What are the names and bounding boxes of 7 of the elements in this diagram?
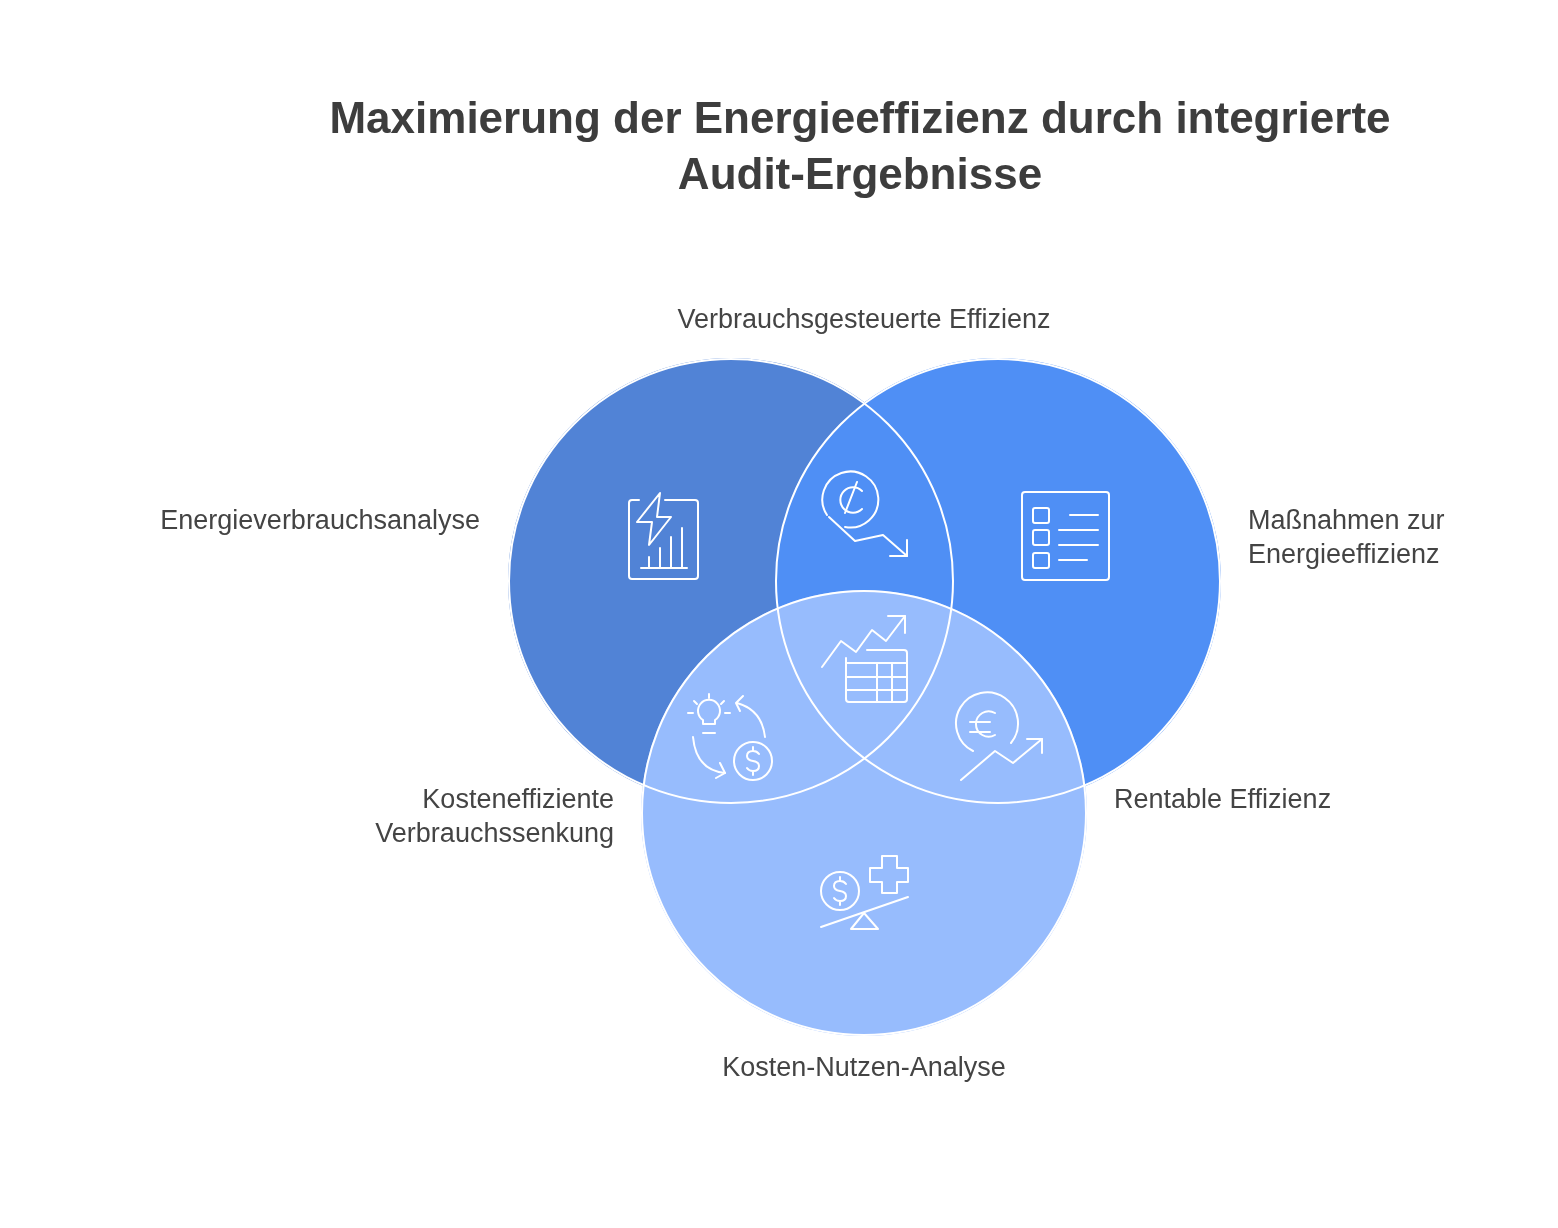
circle-label: Maßnahmen zur Energieeffizienz [1248,504,1446,571]
title: Maximierung der Energieeffizienz durch integrierte Audit-Ergebnisse [328,92,1392,200]
circle-label: Kosten-Nutzen-Analyse [721,1051,1007,1084]
overlap-label: Verbrauchsgesteuerte Effizienz [676,303,1052,336]
overlap-label: Rentable Effizienz [1114,783,1333,816]
overlap-label: Kosteneffiziente Verbrauchssenkung [374,783,614,850]
circle-label: Energieverbrauchsanalyse [159,504,480,537]
